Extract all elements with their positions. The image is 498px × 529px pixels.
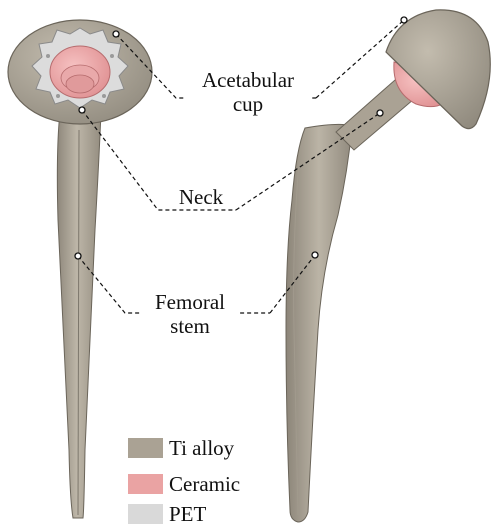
legend-item-ti-alloy: Ti alloy	[128, 437, 234, 459]
acetabular-cup-label-line1: Acetabular	[186, 68, 310, 92]
acetabular-cup-label-line2: cup	[186, 92, 310, 116]
ti-alloy-swatch	[128, 438, 163, 458]
neck-label: Neck	[165, 185, 237, 209]
legend-item-ceramic: Ceramic	[128, 473, 240, 495]
pet-swatch	[128, 504, 163, 524]
cup-marker-front	[113, 31, 119, 37]
legend-label-ceramic: Ceramic	[169, 472, 240, 497]
neck-marker-side	[377, 110, 383, 116]
femoral-stem-label-line2: stem	[140, 314, 240, 338]
stem-marker-front	[75, 253, 81, 259]
ceramic-swatch	[128, 474, 163, 494]
legend-label-ti-alloy: Ti alloy	[169, 436, 234, 461]
stem-marker-side	[312, 252, 318, 258]
legend-label-pet: PET	[169, 502, 206, 527]
femoral-stem-label-line1: Femoral	[140, 290, 240, 314]
side-femoral-stem	[286, 124, 352, 522]
legend-item-pet: PET	[128, 503, 206, 525]
implant-side-view	[286, 10, 490, 522]
acetabular-cup-label: Acetabular cup	[186, 68, 310, 116]
cup-marker-side	[401, 17, 407, 23]
neck-marker-front	[79, 107, 85, 113]
femoral-stem-label: Femoral stem	[140, 290, 240, 338]
